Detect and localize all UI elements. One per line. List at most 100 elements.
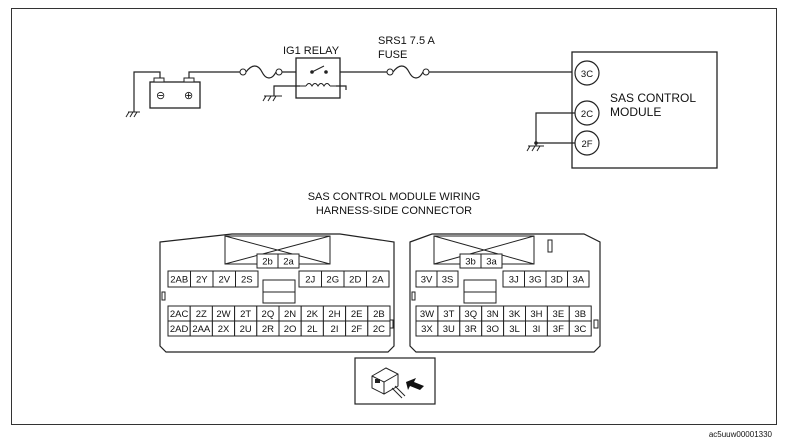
pin-2d: 2D — [343, 270, 367, 288]
svg-text:3L: 3L — [509, 324, 520, 335]
pin-3w: 3W — [415, 305, 439, 322]
module-label-line1: SAS CONTROL — [610, 91, 696, 105]
svg-text:3A: 3A — [572, 275, 584, 286]
svg-text:3O: 3O — [486, 324, 499, 335]
pin-2q: 2Q — [256, 305, 280, 322]
pin-3c: 3C — [568, 320, 592, 337]
svg-text:2b: 2b — [262, 257, 273, 268]
pin-3l: 3L — [503, 320, 527, 337]
pin-3j: 3J — [502, 270, 525, 288]
fuse-label-line2: FUSE — [378, 49, 407, 61]
pin-2j: 2J — [298, 270, 322, 288]
pin-2aa: 2AA — [189, 320, 213, 337]
svg-text:3I: 3I — [532, 324, 540, 335]
svg-text:2Y: 2Y — [196, 275, 208, 286]
pin-2y: 2Y — [190, 270, 214, 288]
pin-3h: 3H — [525, 305, 548, 322]
pin-2a: 2a — [277, 253, 300, 269]
svg-text:3H: 3H — [530, 309, 542, 320]
figure-code: ac5uuw00001330 — [709, 430, 773, 439]
svg-text:3D: 3D — [551, 275, 563, 286]
pin-3x: 3X — [415, 320, 439, 337]
main-fuse — [239, 65, 283, 79]
pin-2o: 2O — [278, 320, 302, 337]
svg-text:3T: 3T — [443, 309, 454, 320]
pin-2r: 2R — [256, 320, 280, 337]
pin-3a: 3A — [567, 270, 590, 288]
svg-text:3C: 3C — [574, 324, 586, 335]
pin-3g: 3G — [524, 270, 547, 288]
svg-text:3F: 3F — [553, 324, 564, 335]
pin-2t: 2T — [234, 305, 258, 322]
svg-text:2B: 2B — [373, 309, 385, 320]
svg-text:2A: 2A — [372, 275, 384, 286]
svg-text:2AC: 2AC — [170, 309, 189, 320]
pin-2ab: 2AB — [167, 270, 191, 288]
pin-2ac: 2AC — [167, 305, 191, 322]
ground-symbol-relay — [262, 95, 282, 102]
svg-text:2AA: 2AA — [192, 324, 211, 335]
terminal-3c: 3C — [574, 60, 600, 86]
svg-text:2H: 2H — [328, 309, 340, 320]
ground-symbol-battery — [125, 111, 140, 118]
svg-text:3J: 3J — [509, 275, 519, 286]
pin-2b: 2b — [256, 253, 279, 269]
svg-text:2a: 2a — [283, 257, 294, 268]
pin-2v: 2V — [212, 270, 236, 288]
svg-text:2J: 2J — [305, 275, 315, 286]
pin-3v: 3V — [415, 270, 438, 288]
pin-2a: 2A — [366, 270, 390, 288]
svg-text:2C: 2C — [581, 109, 593, 120]
pin-2x: 2X — [211, 320, 236, 337]
svg-text:2K: 2K — [306, 309, 318, 320]
pin-2h: 2H — [322, 305, 347, 322]
svg-text:2V: 2V — [218, 275, 230, 286]
circuit: ⊖ ⊕ IG1 RELAY — [125, 35, 718, 169]
connector-title-line2: HARNESS-SIDE CONNECTOR — [316, 205, 472, 217]
pin-2n: 2N — [278, 305, 302, 322]
pin-2z: 2Z — [189, 305, 213, 322]
pin-3b: 3B — [568, 305, 592, 322]
svg-text:2N: 2N — [284, 309, 296, 320]
svg-text:2AD: 2AD — [170, 324, 189, 335]
srs1-fuse — [386, 65, 430, 79]
svg-text:2F: 2F — [351, 324, 362, 335]
ig1-relay — [295, 57, 341, 99]
svg-text:2L: 2L — [307, 324, 318, 335]
svg-text:3a: 3a — [486, 257, 497, 268]
pin-2ad: 2AD — [167, 320, 191, 337]
pin-2k: 2K — [300, 305, 324, 322]
svg-text:2F: 2F — [581, 139, 592, 150]
svg-text:3K: 3K — [509, 309, 521, 320]
pin-2g: 2G — [321, 270, 345, 288]
pin-2e: 2E — [345, 305, 369, 322]
svg-text:2S: 2S — [241, 275, 253, 286]
battery: ⊖ ⊕ — [149, 77, 201, 109]
view-direction-icon — [354, 357, 436, 405]
svg-text:2U: 2U — [240, 324, 252, 335]
pin-2i: 2I — [322, 320, 347, 337]
svg-text:3W: 3W — [420, 309, 434, 320]
svg-text:3E: 3E — [553, 309, 565, 320]
pin-3e: 3E — [546, 305, 570, 322]
svg-text:3X: 3X — [421, 324, 433, 335]
pin-2s: 2S — [235, 270, 259, 288]
pin-2u: 2U — [234, 320, 258, 337]
svg-text:3b: 3b — [465, 257, 476, 268]
svg-text:2X: 2X — [218, 324, 230, 335]
svg-text:2G: 2G — [326, 275, 339, 286]
pin-3n: 3N — [481, 305, 505, 322]
pin-3t: 3T — [437, 305, 461, 322]
svg-text:2AB: 2AB — [170, 275, 188, 286]
ground-symbol-module — [526, 145, 544, 152]
terminal-2c: 2C — [574, 100, 600, 126]
module-label-line2: MODULE — [610, 105, 661, 119]
svg-text:3S: 3S — [442, 275, 454, 286]
svg-text:2Q: 2Q — [262, 309, 275, 320]
pin-3o: 3O — [481, 320, 505, 337]
